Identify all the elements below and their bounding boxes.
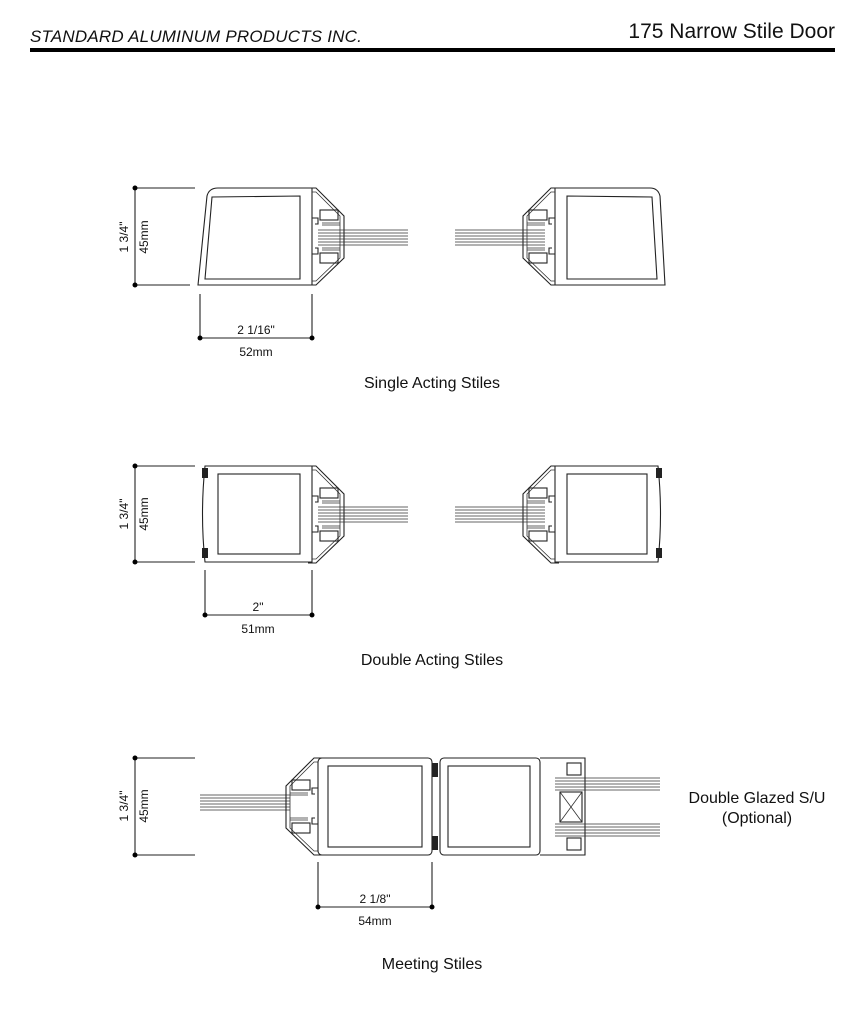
width-dimension: 2 1/8" 54mm <box>315 862 435 928</box>
left-stile-profile <box>201 465 409 564</box>
single-acting-stiles-drawing: 1 3/4" 45mm 2 1/16" 52mm Single Acting S… <box>117 185 666 392</box>
height-inches-label: 1 3/4" <box>117 222 131 253</box>
section-caption: Double Acting Stiles <box>361 652 503 669</box>
company-name: STANDARD ALUMINUM PRODUCTS INC. <box>30 27 363 46</box>
height-mm-label: 45mm <box>137 497 151 530</box>
width-dimension: 2" 51mm <box>202 570 315 636</box>
document-title: 175 Narrow Stile Door <box>628 20 835 43</box>
section-caption: Single Acting Stiles <box>364 375 500 392</box>
double-acting-stiles-drawing: 1 3/4" 45mm 2" 51mm Double Acti <box>117 463 662 669</box>
height-mm-label: 45mm <box>137 789 151 822</box>
width-inches-label: 2" <box>253 600 264 614</box>
height-dimension: 1 3/4" 45mm <box>117 463 195 565</box>
height-dimension: 1 3/4" 45mm <box>117 755 195 858</box>
width-inches-label: 2 1/16" <box>237 323 275 337</box>
height-mm-label: 45mm <box>137 220 151 253</box>
optional-note: (Optional) <box>722 810 792 827</box>
height-inches-label: 1 3/4" <box>117 791 131 822</box>
width-dimension: 2 1/16" 52mm <box>197 294 315 359</box>
width-mm-label: 52mm <box>239 345 272 359</box>
meeting-stile-profiles <box>199 757 660 856</box>
double-glazed-note: Double Glazed S/U <box>689 790 826 807</box>
height-dimension: 1 3/4" 45mm <box>117 185 195 288</box>
right-stile-profile <box>454 187 666 286</box>
width-inches-label: 2 1/8" <box>360 892 391 906</box>
width-mm-label: 54mm <box>358 914 391 928</box>
meeting-stiles-drawing: 1 3/4" 45mm Double Glazed S/U (Optional) <box>117 755 826 973</box>
height-inches-label: 1 3/4" <box>117 499 131 530</box>
header-rule <box>30 48 835 52</box>
left-stile-profile <box>197 187 409 286</box>
section-caption: Meeting Stiles <box>382 956 483 973</box>
width-mm-label: 51mm <box>241 622 274 636</box>
right-stile-profile <box>454 465 662 564</box>
